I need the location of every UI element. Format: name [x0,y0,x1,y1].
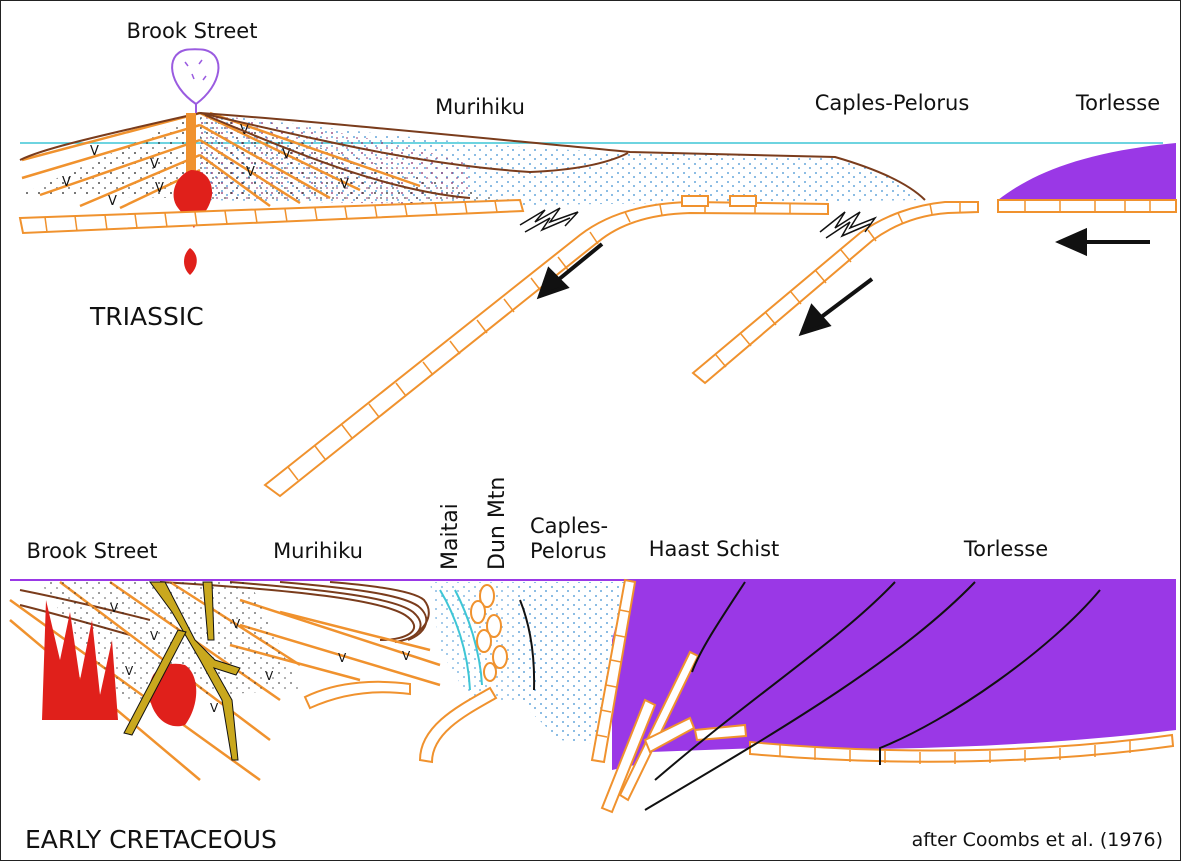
label-torlesse-triassic: Torlesse [1075,91,1160,115]
torlesse-plate [997,199,1177,213]
melange-squiggles-2 [819,211,878,239]
label-maitai: Maitai [438,503,463,570]
svg-text:V: V [210,701,219,715]
label-torlesse-cretaceous: Torlesse [963,537,1048,561]
label-haast-schist: Haast Schist [649,537,780,561]
svg-text:V: V [338,651,347,665]
murihiku-sediment-lines [19,112,926,201]
arrow-head-3 [1055,227,1087,257]
arrow-left-down-icon-1 [556,242,604,282]
caples-steep-slab [590,578,637,764]
lower-oceanic-plate [749,733,1175,763]
motion-arrows [536,227,1150,337]
panel-title-triassic: TRIASSIC [89,302,204,331]
svg-text:V: V [108,194,117,209]
early-cretaceous-section: VVV VVV VV [9,477,1176,854]
label-caples-pelorus-triassic: Caples-Pelorus [815,91,970,115]
slab-ridge-blocks [681,195,757,207]
svg-text:V: V [340,177,349,192]
panel-title-early-cretaceous: EARLY CRETACEOUS [25,825,277,854]
feeder-dyke [186,113,196,178]
deep-pluton [184,248,197,275]
subducting-slab-1 [263,200,829,498]
pluton-fingers [42,600,118,720]
triassic-section: VVV VVV VVV [18,19,1177,498]
label-caples-line1: Caples- [530,514,608,538]
maitai-lines [439,589,483,691]
svg-text:V: V [282,147,291,162]
label-brook-street-triassic: Brook Street [127,19,258,43]
caples-fault-line [519,599,536,691]
svg-text:V: V [150,157,159,172]
overriding-plate [18,198,525,235]
overriding-plate-bricks [44,200,498,233]
torlesse-plate-bricks [1024,200,1151,212]
subducting-slab-1-bricks [287,202,791,481]
arrow-head-2 [798,303,832,337]
volcano-outline-icon [171,48,220,106]
lower-oceanic-plate-bricks [779,741,1131,764]
torlesse-terrane-block [998,143,1176,200]
svg-text:V: V [155,181,164,196]
maitai-slab-fragment [418,686,498,764]
melange-squiggles-1 [519,207,579,233]
arrow-head-1 [536,266,570,300]
svg-text:V: V [246,165,255,180]
volcano-ash-marks [184,59,207,81]
label-murihiku-triassic: Murihiku [435,95,525,119]
subducting-slab-2-bricks [715,202,961,368]
subducting-slab-2 [691,201,979,385]
torlesse-haast-schist-mass [612,580,1176,770]
label-caples-line2: Pelorus [530,539,606,563]
arrow-left-down-icon-2 [818,277,874,320]
murihiku-slab-fragment [303,680,411,710]
svg-text:V: V [402,649,411,663]
schist-thrust-faults [644,581,1101,811]
dun-mtn-ophiolite-bodies [470,584,508,682]
caples-steep-slab-bricks [596,609,631,738]
lower-slab-fragments [600,650,748,814]
label-dun-mtn: Dun Mtn [485,477,510,570]
arc-volcanic-wedge [20,113,520,205]
intrusion-dykes [123,581,241,761]
label-murihiku-cretaceous: Murihiku [273,539,363,563]
source-credit: after Coombs et al. (1976) [912,829,1163,851]
caples-sediment [518,582,628,745]
label-brook-street-cretaceous: Brook Street [27,539,158,563]
arc-strata-lines [21,111,421,210]
svg-text:V: V [62,175,71,190]
svg-text:V: V [90,144,99,159]
